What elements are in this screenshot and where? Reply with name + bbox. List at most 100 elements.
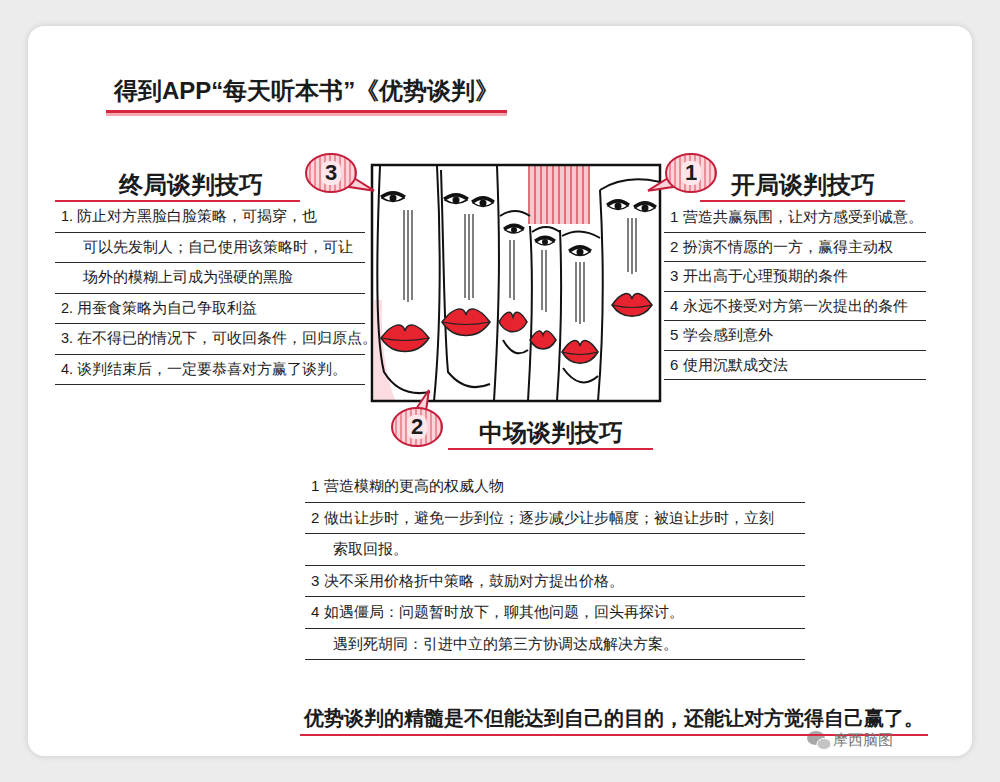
list-item: 5 学会感到意外	[664, 321, 926, 351]
illustration-frame	[372, 165, 660, 401]
callout-number: 3	[321, 161, 341, 185]
list-line: 可以先发制人；自己使用该策略时，可让	[55, 233, 365, 264]
illustration-part-part	[598, 190, 603, 400]
illustration-part	[528, 166, 590, 224]
eyes-part-part	[444, 195, 468, 200]
section-heading: 终局谈判技巧	[55, 170, 300, 202]
list-line: 2 做出让步时，避免一步到位；逐步减少让步幅度；被迫让步时，立刻	[305, 503, 805, 535]
lips-part	[442, 309, 490, 336]
list-item: 2 扮演不情愿的一方，赢得主动权	[664, 233, 926, 263]
eyes-part-part	[542, 239, 548, 245]
list-line: 场外的模糊上司成为强硬的黑脸	[55, 263, 365, 294]
list-line: 1. 防止对方黑脸白脸策略，可揭穿，也	[55, 202, 365, 233]
watermark-icon	[807, 731, 831, 750]
list-line: 4 如遇僵局：问题暂时放下，聊其他问题，回头再探讨。	[305, 597, 805, 629]
list-line: 6 使用沉默成交法	[664, 351, 926, 381]
list-line: 1 营造模糊的更高的权威人物	[305, 471, 805, 503]
list-line: 2. 用蚕食策略为自己争取利益	[55, 294, 365, 325]
list-line: 1 营造共赢氛围，让对方感受到诚意。	[664, 203, 926, 233]
eyes-part-part	[381, 193, 405, 198]
illustration-part-part	[541, 250, 543, 310]
illustration-part	[377, 166, 659, 400]
list-item: 2. 用蚕食策略为自己争取利益	[55, 294, 365, 325]
illustration-part-part	[563, 368, 598, 382]
illustration-part-part	[509, 240, 511, 298]
eyes-part	[535, 237, 555, 245]
illustration-part-part	[472, 214, 474, 298]
eyes-part-part	[511, 227, 517, 233]
eyes-part	[381, 193, 405, 202]
watermark-icon-part	[817, 739, 831, 750]
illustration-part-part	[631, 218, 633, 274]
list-line: 3 决不采用价格折中策略，鼓励对方提出价格。	[305, 566, 805, 598]
list-line: 3. 在不得已的情况下，可收回条件，回归原点。	[55, 324, 365, 355]
illustration-part-part	[545, 250, 547, 312]
list-line: 4. 谈判结束后，一定要恭喜对方赢了谈判。	[55, 355, 365, 386]
callout-number: 1	[681, 161, 701, 185]
illustration-part-part	[434, 166, 440, 400]
list-line: 2 扮演不情愿的一方，赢得主动权	[664, 233, 926, 263]
eyes-part-part	[615, 203, 622, 210]
illustration-part-part	[562, 352, 598, 355]
illustration-part-part	[464, 214, 466, 298]
illustration-part-part	[612, 305, 652, 308]
illustration-part-part	[562, 231, 600, 238]
section-heading: 开局谈判技巧	[700, 170, 905, 202]
eyes-part	[444, 195, 468, 204]
section-heading: 中场谈判技巧	[448, 418, 653, 450]
watermark: 摩西脑图	[833, 729, 893, 751]
bubble-body	[392, 408, 442, 446]
illustration-part-part	[381, 338, 429, 341]
lips	[381, 294, 652, 364]
list-item: 6 使用沉默成交法	[664, 351, 926, 381]
lips-part	[562, 341, 598, 364]
illustration-part-part	[583, 262, 585, 322]
list-item: 3. 在不得已的情况下，可收回条件，回归原点。	[55, 324, 365, 355]
lips-part	[530, 331, 556, 349]
illustration-part-part	[442, 322, 490, 325]
illustration-part-part	[468, 214, 470, 300]
illustration-part-part	[403, 210, 405, 300]
illustration-part-part	[441, 170, 490, 387]
lips-part	[381, 325, 429, 352]
eyes-part-part	[504, 225, 524, 229]
list-item: 4. 谈判结束后，一定要恭喜对方赢了谈判。	[55, 355, 365, 386]
list-line: 遇到死胡同：引进中立的第三方协调达成解决方案。	[305, 629, 805, 661]
illustration-part-part	[513, 240, 515, 300]
illustration-part	[404, 210, 636, 324]
eyes-part-part	[607, 201, 629, 206]
list-item: 2 做出让步时，避免一步到位；逐步减少让步幅度；被迫让步时，立刻 索取回报。	[305, 503, 805, 566]
eyes-part-part	[577, 249, 584, 256]
list-item: 3 开出高于心理预期的条件	[664, 262, 926, 292]
list-item: 1 营造共赢氛围，让对方感受到诚意。	[664, 203, 926, 233]
illustration-part-part	[627, 218, 629, 272]
illustration-part	[381, 305, 652, 355]
callout-bubble: 2	[390, 406, 444, 448]
illustration-part-part	[579, 262, 581, 324]
illustration-part-part	[635, 218, 637, 272]
list-item: 1 营造模糊的更高的权威人物	[305, 471, 805, 503]
eyes-part	[472, 198, 494, 207]
eyes-part-part	[634, 203, 656, 208]
eyes-part-part	[480, 200, 487, 207]
list-item: 4 如遇僵局：问题暂时放下，聊其他问题，回头再探讨。 遇到死胡同：引进中立的第三…	[305, 597, 805, 660]
page-title: 得到APP“每天听本书”《优势谈判》	[106, 74, 507, 113]
lips-part	[612, 294, 652, 317]
callout-bubble: 1	[664, 152, 718, 194]
illustration-part-part	[557, 230, 561, 400]
list-line: 5 学会感到意外	[664, 321, 926, 351]
bubble-body	[666, 154, 716, 192]
illustration-part-part	[494, 166, 499, 400]
eyes	[381, 193, 656, 256]
list-item: 3 决不采用价格折中策略，鼓励对方提出价格。	[305, 566, 805, 598]
lips-part	[499, 312, 527, 331]
illustration-part-part	[407, 210, 409, 302]
eyes-part-part	[569, 247, 591, 252]
eyes-part-part	[390, 195, 397, 202]
illustration-part-part	[503, 340, 528, 353]
illustration-part-part	[500, 211, 530, 216]
